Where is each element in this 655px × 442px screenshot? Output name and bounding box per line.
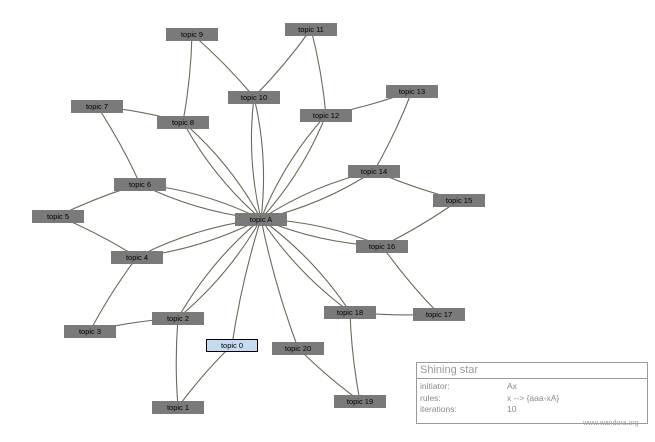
topic-node-5[interactable]: topic 5 bbox=[32, 209, 84, 223]
topic-node-A[interactable]: topic A bbox=[235, 212, 287, 226]
info-value: x --> {aaa-xA} bbox=[507, 392, 560, 403]
edge-A-2 bbox=[177, 218, 262, 319]
edge-10-9 bbox=[191, 33, 255, 98]
topic-node-12[interactable]: topic 12 bbox=[300, 108, 352, 122]
topic-node-4[interactable]: topic 4 bbox=[111, 250, 163, 264]
edge-A-0 bbox=[231, 218, 262, 346]
topic-node-7[interactable]: topic 7 bbox=[71, 99, 123, 113]
edge-14-13 bbox=[373, 90, 413, 172]
topic-node-14[interactable]: topic 14 bbox=[348, 164, 400, 178]
edge-A-12 bbox=[260, 114, 327, 220]
topic-node-18[interactable]: topic 18 bbox=[324, 305, 376, 319]
edge-A-10 bbox=[250, 96, 262, 220]
topic-node-16[interactable]: topic 16 bbox=[356, 239, 408, 253]
topic-node-13[interactable]: topic 13 bbox=[386, 84, 438, 98]
topic-node-17[interactable]: topic 17 bbox=[413, 307, 465, 321]
edge-8-9 bbox=[182, 33, 193, 123]
topic-node-1[interactable]: topic 1 bbox=[152, 400, 204, 414]
edge-12-11 bbox=[310, 28, 327, 116]
info-row-rules: rules: x --> {aaa-xA} bbox=[417, 393, 647, 405]
edge-2-1 bbox=[175, 317, 179, 408]
topic-node-8[interactable]: topic 8 bbox=[157, 115, 209, 129]
edge-4-3 bbox=[89, 256, 138, 332]
topic-node-11[interactable]: topic 11 bbox=[285, 22, 337, 36]
topic-node-9[interactable]: topic 9 bbox=[166, 27, 218, 41]
edge-A-18 bbox=[260, 218, 351, 313]
topic-node-19[interactable]: topic 19 bbox=[334, 394, 386, 408]
edge-A-8 bbox=[182, 121, 262, 220]
edge-A-2 bbox=[177, 218, 262, 319]
info-key: iterations: bbox=[420, 404, 457, 414]
footer-url[interactable]: www.wandora.org bbox=[583, 420, 639, 427]
edge-0-1 bbox=[177, 344, 233, 408]
info-value: Ax bbox=[507, 381, 517, 391]
edge-A-12 bbox=[260, 114, 327, 220]
info-key: rules: bbox=[420, 392, 441, 403]
edge-20-19 bbox=[297, 347, 361, 402]
info-panel: Shining star initiator: Ax rules: x --> … bbox=[416, 362, 648, 424]
info-value: 10 bbox=[507, 404, 517, 414]
edge-10-11 bbox=[253, 28, 312, 98]
info-title: Shining star bbox=[417, 363, 647, 379]
info-row-iterations: iterations: 10 bbox=[417, 404, 647, 416]
topic-node-6[interactable]: topic 6 bbox=[114, 177, 166, 191]
info-key: initiator: bbox=[420, 381, 450, 391]
topic-node-15[interactable]: topic 15 bbox=[433, 193, 485, 207]
topic-node-2[interactable]: topic 2 bbox=[152, 311, 204, 325]
info-row-initiator: initiator: Ax bbox=[417, 381, 647, 393]
edge-A-10 bbox=[253, 96, 265, 220]
topic-node-0[interactable]: topic 0 bbox=[206, 338, 258, 352]
edge-18-19 bbox=[349, 311, 361, 402]
topic-node-10[interactable]: topic 10 bbox=[228, 90, 280, 104]
topic-node-3[interactable]: topic 3 bbox=[64, 324, 116, 338]
edge-6-7 bbox=[96, 105, 141, 185]
edge-16-17 bbox=[381, 245, 440, 315]
topic-node-20[interactable]: topic 20 bbox=[272, 341, 324, 355]
edge-A-8 bbox=[182, 121, 262, 220]
edge-A-18 bbox=[260, 218, 351, 313]
edge-A-20 bbox=[260, 218, 299, 349]
